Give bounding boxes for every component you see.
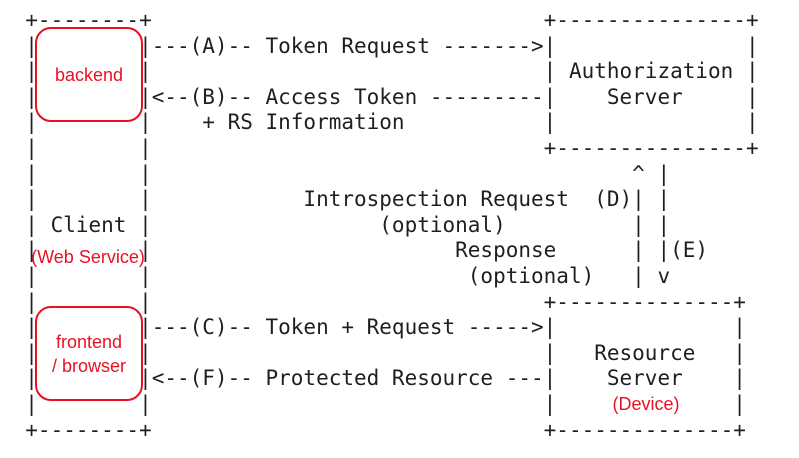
backend-annotation-box: backend [35,27,143,122]
web-service-label: (Web Service) [31,247,145,267]
frontend-label-line1: frontend [55,331,123,352]
device-label: (Device) [612,394,680,414]
frontend-label-line2: / browser [51,355,127,376]
frontend-annotation-box: frontend / browser [35,306,143,401]
backend-label: backend [54,64,124,85]
ascii-flow-diagram: +--------+ +---------------+ | |---(A)--… [25,8,759,442]
